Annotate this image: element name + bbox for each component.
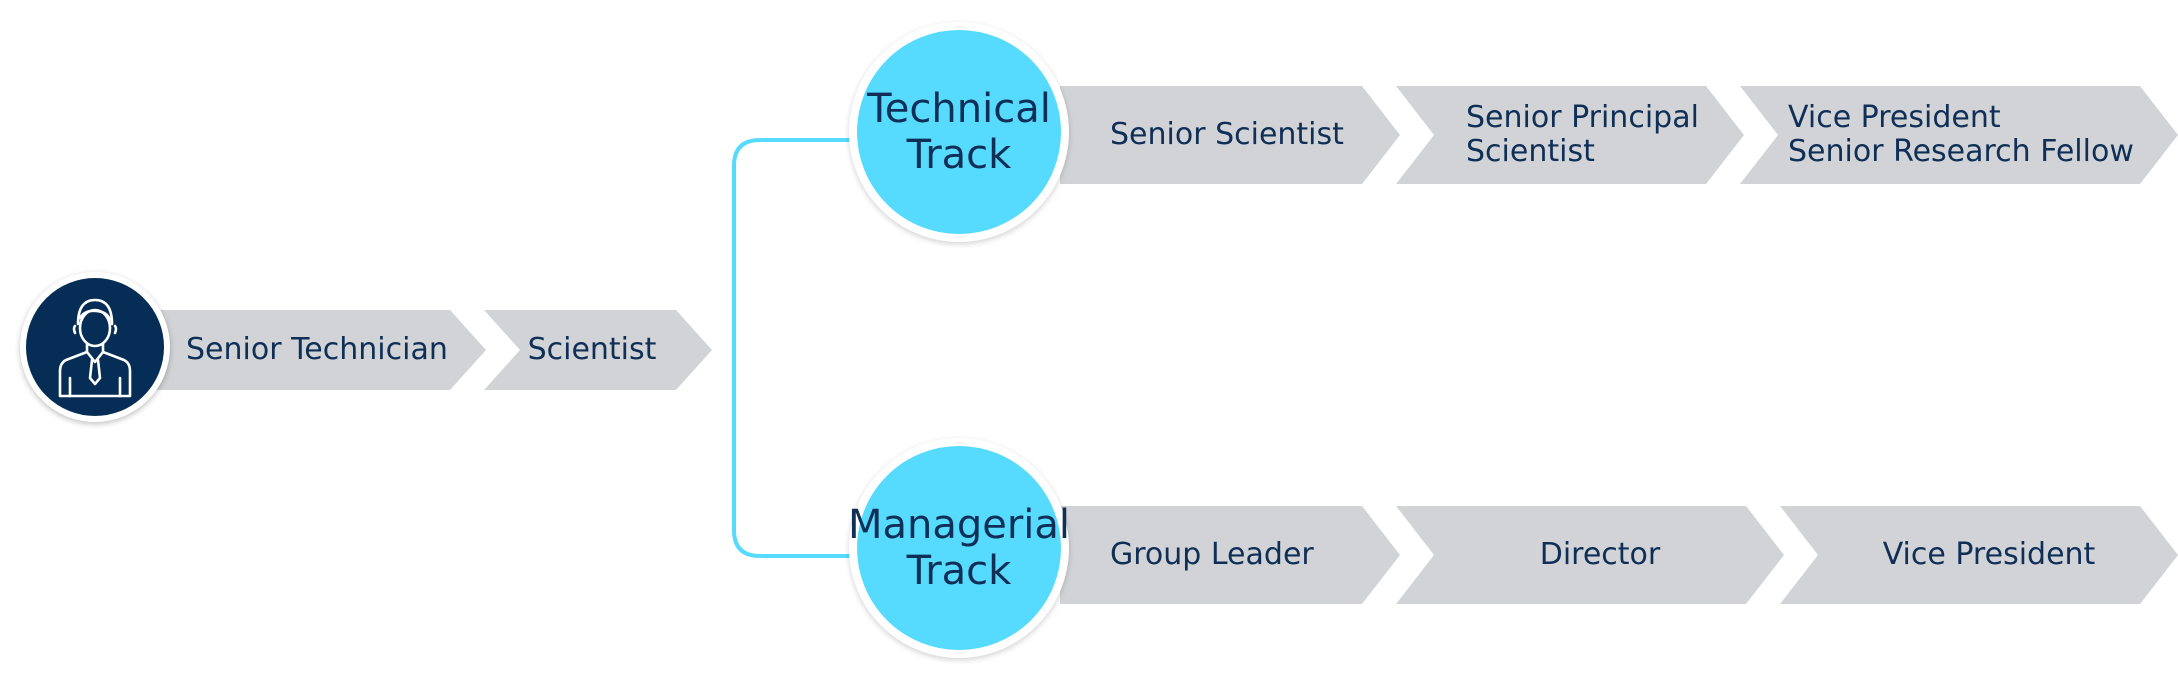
step-label: Senior Principal Scientist: [1466, 100, 1699, 169]
step-label: Director: [1539, 537, 1661, 572]
start-chevron-2: Scientist: [484, 310, 712, 390]
step-label: Vice President: [1882, 537, 2096, 572]
step-label: Scientist: [527, 332, 657, 367]
step-label: Senior Scientist: [1110, 117, 1344, 152]
managerial-step-1: Group Leader: [1060, 506, 1400, 604]
step-label: Senior Technician: [186, 332, 448, 367]
step-label: Vice President Senior Research Fellow: [1788, 100, 2134, 169]
managerial-track-circle: Managerial Track: [848, 438, 1070, 658]
managerial-step-3: Vice President: [1780, 506, 2178, 604]
avatar: [20, 272, 170, 422]
managerial-step-2: Director: [1396, 506, 1784, 604]
person-with-tie-icon: [58, 298, 132, 398]
start-chevron-1: Senior Technician: [150, 310, 486, 390]
technical-step-3: Vice President Senior Research Fellow: [1740, 86, 2178, 184]
technical-step-1: Senior Scientist: [1060, 86, 1400, 184]
technical-step-2: Senior Principal Scientist: [1396, 86, 1744, 184]
technical-track-circle: Technical Track: [849, 22, 1069, 242]
step-label: Group Leader: [1110, 537, 1314, 572]
